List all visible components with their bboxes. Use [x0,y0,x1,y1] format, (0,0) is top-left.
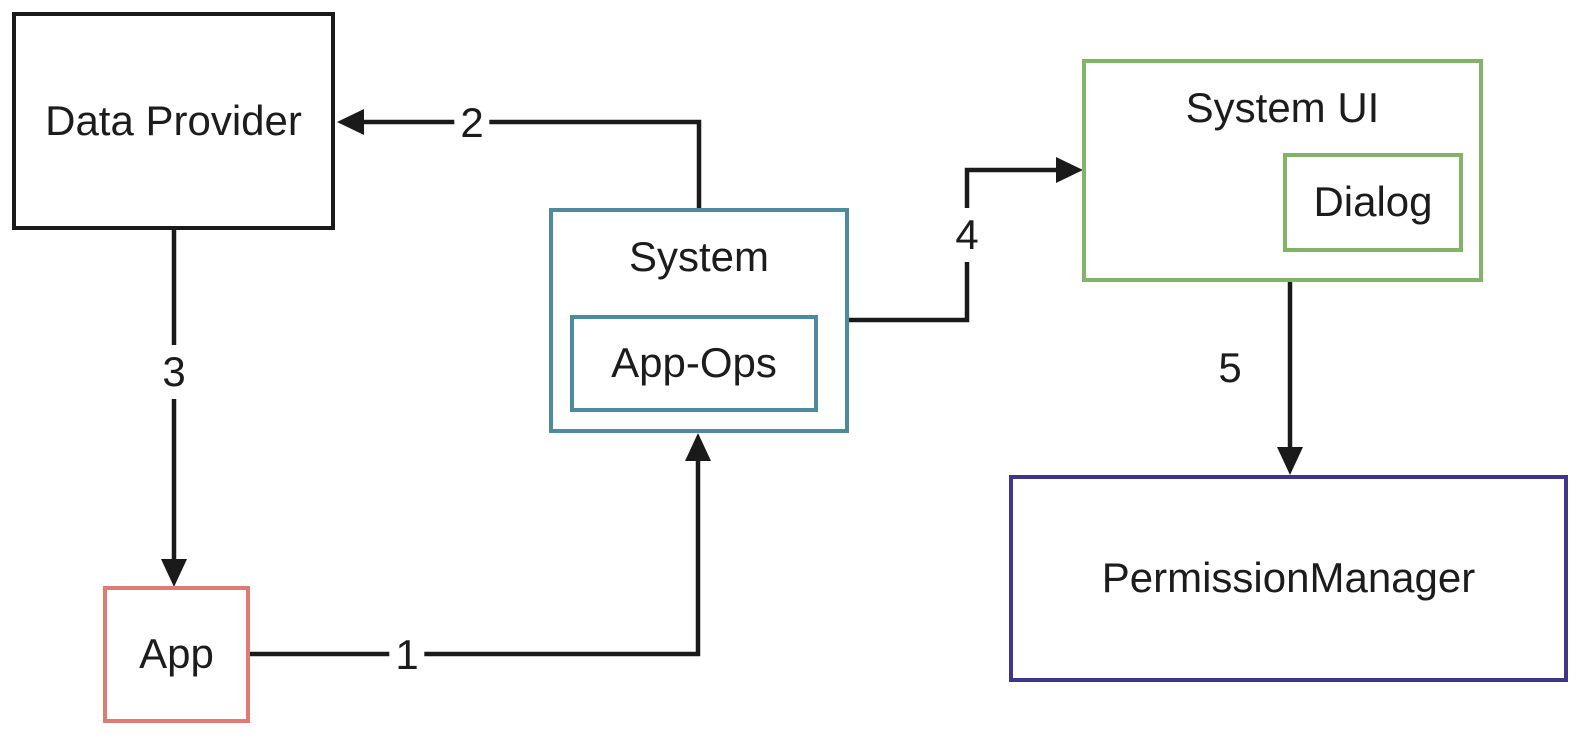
node-app-ops: App-Ops [570,315,818,412]
node-dialog: Dialog [1283,153,1463,252]
arrowhead-4-right [1056,157,1083,183]
edge-label-2: 2 [454,96,490,150]
arrow-1-app-to-system [250,458,701,657]
node-permission-manager-label: PermissionManager [1101,554,1476,602]
arrowhead-3-down [161,559,187,587]
node-system-ui-label: System UI [1185,84,1380,131]
node-system-label: System [628,233,770,280]
node-data-provider-label: Data Provider [45,96,302,144]
node-app-label: App [139,630,214,678]
node-app-ops-label: App-Ops [611,339,777,387]
node-dialog-label: Dialog [1313,178,1433,226]
node-permission-manager: PermissionManager [1009,475,1568,682]
node-app: App [103,586,250,723]
edge-label-5: 5 [1212,341,1248,395]
arrowhead-5-down [1277,447,1303,475]
edge-label-1: 1 [389,628,425,682]
edge-label-4: 4 [949,208,985,262]
edge-label-3: 3 [156,345,192,399]
arrowhead-2-left [337,109,364,135]
node-data-provider: Data Provider [12,12,335,230]
arrow-2-system-to-data-provider [362,119,702,208]
arrowhead-1-up [685,433,711,461]
